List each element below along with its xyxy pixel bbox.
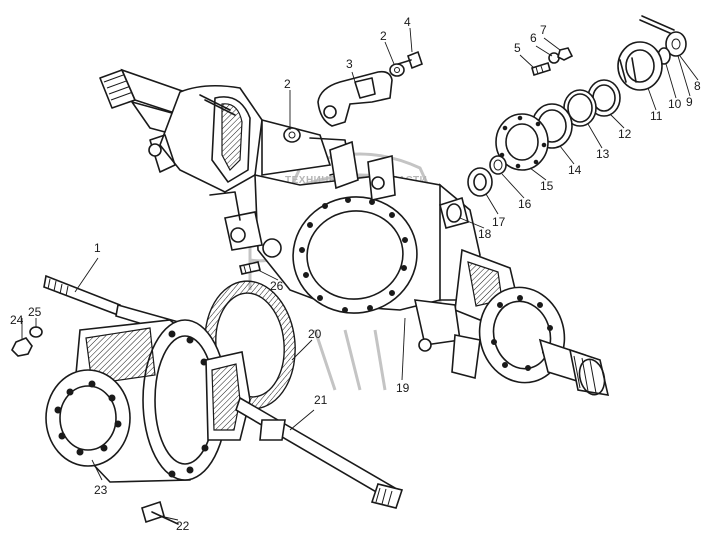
bearing-part-17	[467, 167, 493, 197]
washer-part-25	[29, 326, 43, 338]
callout-25: 25	[28, 305, 42, 319]
callout-10: 10	[668, 97, 682, 111]
flange-part-15	[495, 113, 549, 171]
seal-part-18	[439, 196, 469, 229]
callout-14: 14	[568, 163, 582, 177]
callout-16: 16	[518, 197, 532, 211]
callout-9: 9	[686, 95, 693, 109]
flange-bolts	[299, 197, 408, 313]
leader-lines	[21, 27, 699, 521]
ring-part-16	[489, 155, 507, 175]
stud-part-26	[239, 261, 261, 275]
washer-part-2-left	[283, 127, 301, 143]
callout-2-right: 2	[380, 29, 387, 43]
callout-6: 6	[530, 31, 537, 45]
callout-5: 5	[514, 41, 521, 55]
nut-part-7	[557, 47, 574, 61]
washer-part-6	[548, 52, 560, 64]
half-shaft-part-21	[235, 396, 404, 509]
callout-21: 21	[314, 393, 328, 407]
callout-17: 17	[492, 215, 506, 229]
end-cap-bolts	[54, 380, 122, 456]
callout-24: 24	[10, 313, 24, 327]
callout-4: 4	[404, 15, 411, 29]
callout-3: 3	[346, 57, 353, 71]
callout-7: 7	[540, 23, 547, 37]
hub-nut-part-11	[617, 41, 663, 91]
callout-22: 22	[176, 519, 190, 533]
callout-labels: 1 2 2 3 4 5 6 7 8 9 10 11 12 13 14 15 16…	[10, 15, 701, 533]
callout-12: 12	[618, 127, 632, 141]
bolt-part-22	[141, 500, 179, 525]
callout-8: 8	[694, 79, 701, 93]
callout-11: 11	[650, 109, 663, 123]
axle-housing	[99, 68, 610, 396]
bolt-part-5	[531, 61, 551, 77]
bolt-part-4	[397, 50, 423, 70]
callout-20: 20	[308, 327, 322, 341]
callout-18: 18	[478, 227, 492, 241]
callout-1: 1	[94, 241, 101, 255]
cap-part-9	[665, 31, 687, 57]
callout-23: 23	[94, 483, 108, 497]
callout-15: 15	[540, 179, 554, 193]
right-hub-bolts	[491, 295, 553, 371]
washer-part-2-right	[389, 63, 405, 77]
cotter-pin-part-8	[639, 15, 675, 35]
callout-2-left: 2	[284, 77, 291, 91]
brake-bracket-part-3	[317, 70, 393, 127]
nut-part-24	[11, 337, 33, 357]
callout-26: 26	[270, 279, 284, 293]
hub-reduction-assembly	[45, 319, 251, 483]
callout-13: 13	[596, 147, 610, 161]
callout-19: 19	[396, 381, 410, 395]
